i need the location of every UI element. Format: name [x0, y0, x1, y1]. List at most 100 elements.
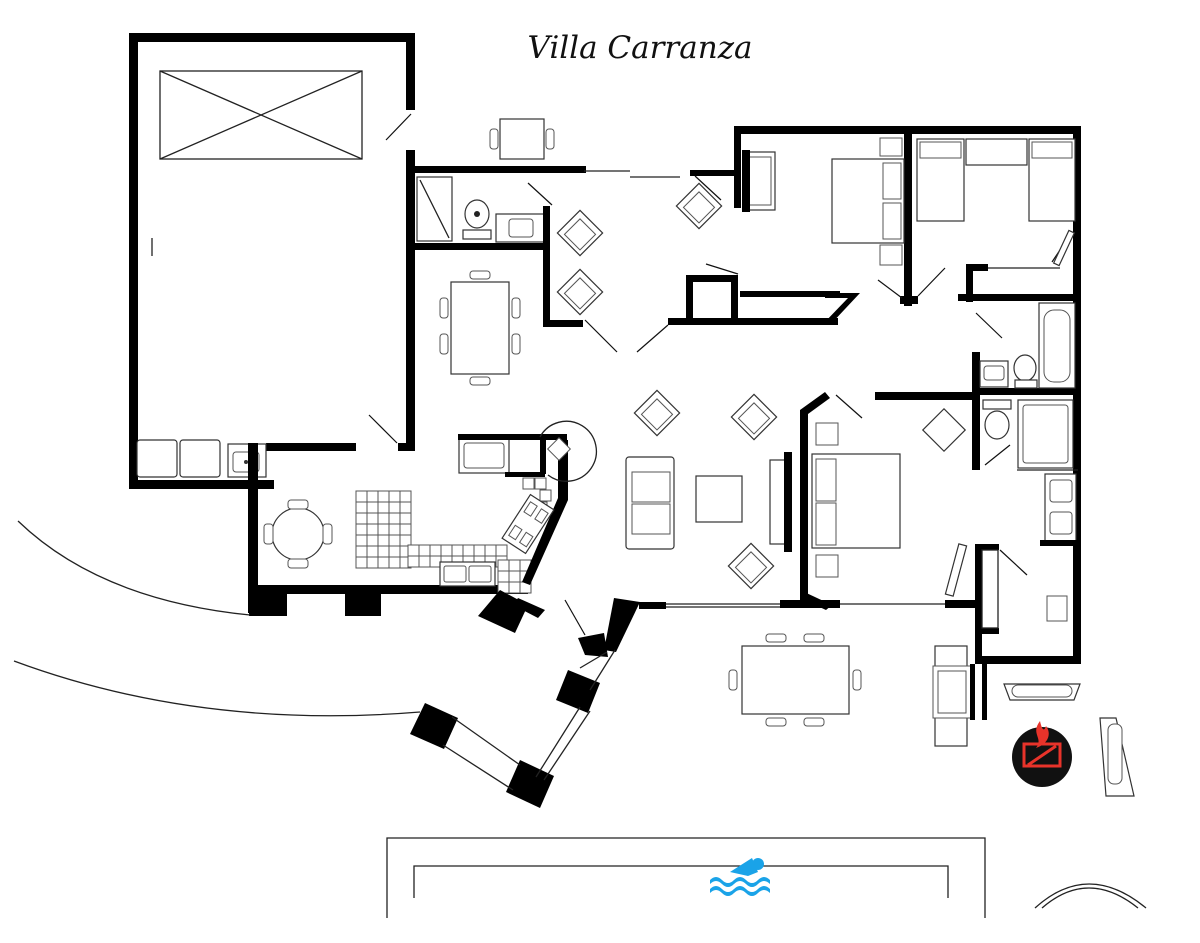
floor-tile: [377, 490, 390, 503]
floor-tile: [399, 523, 412, 536]
armchair: [727, 542, 775, 590]
armchair: [921, 407, 967, 453]
vanity-wall: [1040, 540, 1080, 546]
floor-tile: [388, 523, 401, 536]
toilet: [982, 399, 1012, 440]
floor-tile: [377, 534, 390, 547]
floor-tile: [440, 544, 453, 557]
floor-tile: [407, 555, 420, 568]
dining-north-wall: [406, 243, 546, 250]
bathroom-door: [975, 312, 1003, 339]
floor-tile: [355, 512, 368, 525]
floor-tile: [377, 501, 390, 514]
hall-door: [584, 319, 618, 353]
nook-west-wall: [248, 443, 258, 613]
floor-tile: [508, 581, 521, 594]
armchair: [556, 268, 604, 316]
entry-pillar: [513, 598, 545, 618]
powder-east-wall: [543, 206, 550, 326]
floor-tile: [366, 490, 379, 503]
floor-tile: [473, 544, 486, 557]
garage-north-wall: [129, 33, 415, 42]
outdoor-dining-table: [728, 633, 862, 727]
bathtub: [1038, 302, 1076, 389]
garage-east-wall: [406, 150, 415, 450]
floor-tile: [462, 544, 475, 557]
bath-wall: [966, 264, 973, 302]
lounge-chair: [1003, 683, 1081, 701]
dining-room: [406, 243, 546, 386]
floor-tile: [366, 545, 379, 558]
colonnade-pillar: [506, 760, 554, 808]
floor-tile: [366, 523, 379, 536]
master-bath-door: [984, 444, 1011, 466]
floor-tile: [399, 490, 412, 503]
coffee-table: [695, 475, 743, 523]
tv-console: [769, 452, 792, 552]
living-north-wall: [690, 170, 738, 176]
bedroom-1-west-wall: [734, 126, 741, 208]
bedroom-divider-foot: [900, 296, 918, 304]
master-south-wall: [780, 600, 840, 608]
hall-wall: [543, 320, 583, 327]
floor-tile: [451, 544, 464, 557]
floor-tile: [366, 501, 379, 514]
king-bed: [811, 422, 901, 578]
floor-tile: [366, 534, 379, 547]
garage-corner: [398, 443, 415, 451]
patio-table-small: [489, 118, 555, 160]
bedroom-2-door: [917, 267, 946, 297]
nook-south-wall: [248, 585, 528, 594]
armchairs: [556, 182, 967, 590]
kitchen: [355, 420, 598, 594]
round-table: [263, 499, 333, 569]
pillar: [249, 592, 287, 616]
garage-south-wall: [129, 480, 274, 489]
south-entry: [13, 520, 780, 808]
floor-tile: [418, 544, 431, 557]
floor-tile: [366, 512, 379, 525]
swivel-chair: [539, 420, 598, 482]
bath-wall: [966, 264, 988, 271]
garage-door-swing: [385, 113, 412, 141]
garage-inner-wall: [266, 443, 356, 451]
pool: [386, 837, 1147, 918]
entry-wall: [639, 602, 666, 609]
twin-bed: [1028, 138, 1076, 222]
toilet: [462, 199, 492, 240]
cooktop: [501, 493, 555, 555]
garage: [129, 33, 415, 489]
breakfast-nook: [248, 443, 528, 616]
master-corner: [800, 590, 832, 610]
master-door: [835, 394, 863, 419]
powder-door: [527, 182, 553, 206]
floor-tile: [388, 534, 401, 547]
sliding-door: [1052, 229, 1076, 267]
sofa: [625, 456, 675, 550]
toilet: [1013, 354, 1038, 389]
shower: [1017, 399, 1074, 469]
master-west-wall: [800, 392, 830, 602]
armchair: [675, 182, 723, 230]
floor-tile: [388, 556, 401, 569]
dining-table: [439, 270, 521, 386]
floor-tile: [497, 570, 510, 583]
floor-tile: [355, 534, 368, 547]
floor-tile: [484, 544, 497, 557]
colonnade-pillar: [556, 670, 600, 713]
floor-tile: [508, 570, 521, 583]
floor-tile: [355, 556, 368, 569]
floor-tile: [418, 555, 431, 568]
floor-tile: [429, 544, 442, 557]
pillar: [345, 592, 381, 616]
floor-tile: [388, 490, 401, 503]
desk: [742, 150, 776, 212]
closet-wall: [975, 544, 999, 550]
floor-tile: [388, 545, 401, 558]
garage-service-door: [368, 414, 398, 444]
bedroom-divider: [904, 126, 912, 306]
hall-closet: [636, 263, 860, 353]
south-exterior-wall: [975, 656, 1081, 664]
powder-room: [406, 166, 618, 353]
floor-tile: [377, 556, 390, 569]
